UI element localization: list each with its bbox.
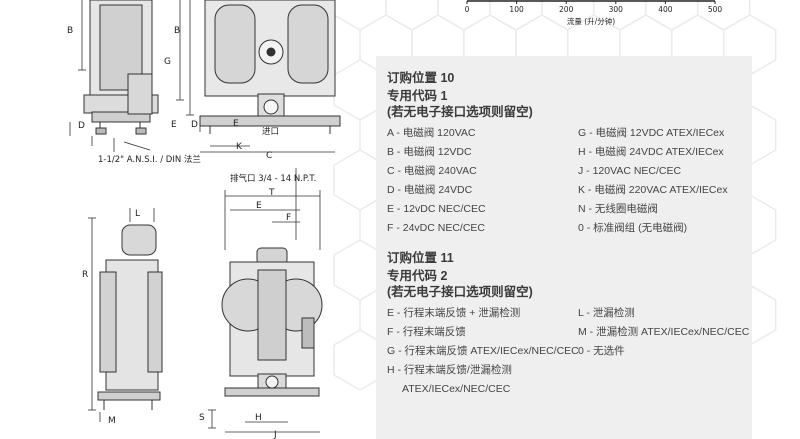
- list-item: D - 电磁阀 24VDC: [387, 184, 473, 196]
- position11-subtitle2: (若无电子接口选项则留空): [387, 285, 533, 299]
- dim-g: G: [164, 57, 171, 67]
- dim-c: C: [266, 151, 272, 161]
- axis-tick-label: 500: [708, 5, 723, 14]
- axis-tick-label: 400: [658, 5, 673, 14]
- exhaust-label: 排气口 3/4 - 14 N.P.T.: [230, 173, 316, 184]
- list-item: G - 电磁阀 12VDC ATEX/IECex: [578, 127, 725, 139]
- list-item: 0 - 标准阀组 (无电磁阀): [578, 222, 688, 234]
- list-item: F - 行程末端反馈: [387, 326, 466, 338]
- dim-m: M: [108, 416, 116, 426]
- axis-tick-label: 100: [509, 5, 524, 14]
- list-item: K - 电磁阀 220VAC ATEX/IECex: [578, 184, 728, 196]
- dim-e-bottom: E: [256, 201, 262, 211]
- list-item: ATEX/IECex/NEC/CEC: [402, 383, 511, 395]
- dim-h: H: [255, 413, 262, 423]
- order-options-panel: [376, 56, 752, 439]
- dim-f: F: [286, 213, 291, 223]
- dim-e-left: E: [233, 119, 239, 129]
- pump-dimension-drawing: B D 1-1/2" A.N.S.I. / DIN 法兰 B G D E E K…: [67, 0, 341, 439]
- axis-tick-label: 200: [559, 5, 574, 14]
- list-item: H - 电磁阀 24VDC ATEX/IECex: [578, 146, 724, 158]
- dim-d-mid: D: [191, 120, 198, 130]
- inlet-label: 进口: [262, 127, 279, 137]
- list-item: 0 - 无选件: [578, 345, 625, 357]
- list-item: H - 行程末端反馈/泄漏检测: [387, 364, 512, 376]
- position11-title: 订购位置 11: [387, 251, 454, 265]
- position10-subtitle1: 专用代码 1: [387, 89, 448, 103]
- position10-subtitle2: (若无电子接口选项则留空): [387, 105, 533, 119]
- list-item: L - 泄漏检测: [578, 307, 635, 319]
- position11-subtitle1: 专用代码 2: [387, 269, 448, 283]
- list-item: A - 电磁阀 120VAC: [387, 127, 476, 139]
- flange-label: 1-1/2" A.N.S.I. / DIN 法兰: [98, 154, 201, 165]
- list-item: E - 行程末端反馈 + 泄漏检测: [387, 307, 521, 319]
- pump-side-view-top: [83, 0, 159, 135]
- hexagon-shape: [385, 0, 439, 31]
- axis-tick-label: 0: [465, 5, 470, 14]
- list-item: C - 电磁阀 240VAC: [387, 165, 477, 177]
- dim-l: L: [135, 209, 140, 219]
- list-item: N - 无线圈电磁阀: [578, 203, 658, 215]
- flow-chart-axis: 0 100 200 300 400 500 流量 (升/分钟): [465, 0, 723, 26]
- dim-s: S: [199, 413, 205, 423]
- dim-r: R: [82, 270, 88, 280]
- dim-k: K: [236, 142, 243, 152]
- pump-front-view-bottom: [221, 247, 323, 397]
- pump-front-view-top: [199, 0, 341, 134]
- list-item: F - 24vDC NEC/CEC: [387, 222, 486, 234]
- chart-xlabel: 流量 (升/分钟): [567, 16, 615, 26]
- list-item: J - 120VAC NEC/CEC: [578, 165, 682, 177]
- position10-title: 订购位置 10: [387, 71, 455, 85]
- dim-b-mid: B: [174, 26, 180, 36]
- dim-e-mid: E: [171, 120, 177, 130]
- list-item: E - 12vDC NEC/CEC: [387, 203, 486, 215]
- dim-b-left: B: [67, 26, 73, 36]
- dim-d-left: D: [78, 121, 85, 131]
- axis-tick-label: 300: [609, 5, 624, 14]
- list-item: B - 电磁阀 12VDC: [387, 146, 472, 158]
- list-item: M - 泄漏检测 ATEX/IECex/NEC/CEC: [578, 326, 750, 338]
- pump-side-view-bottom: [97, 224, 163, 410]
- dim-t: T: [268, 188, 275, 198]
- list-item: G - 行程末端反馈 ATEX/IECex/NEC/CEC: [387, 345, 579, 357]
- dim-j: J: [273, 430, 277, 439]
